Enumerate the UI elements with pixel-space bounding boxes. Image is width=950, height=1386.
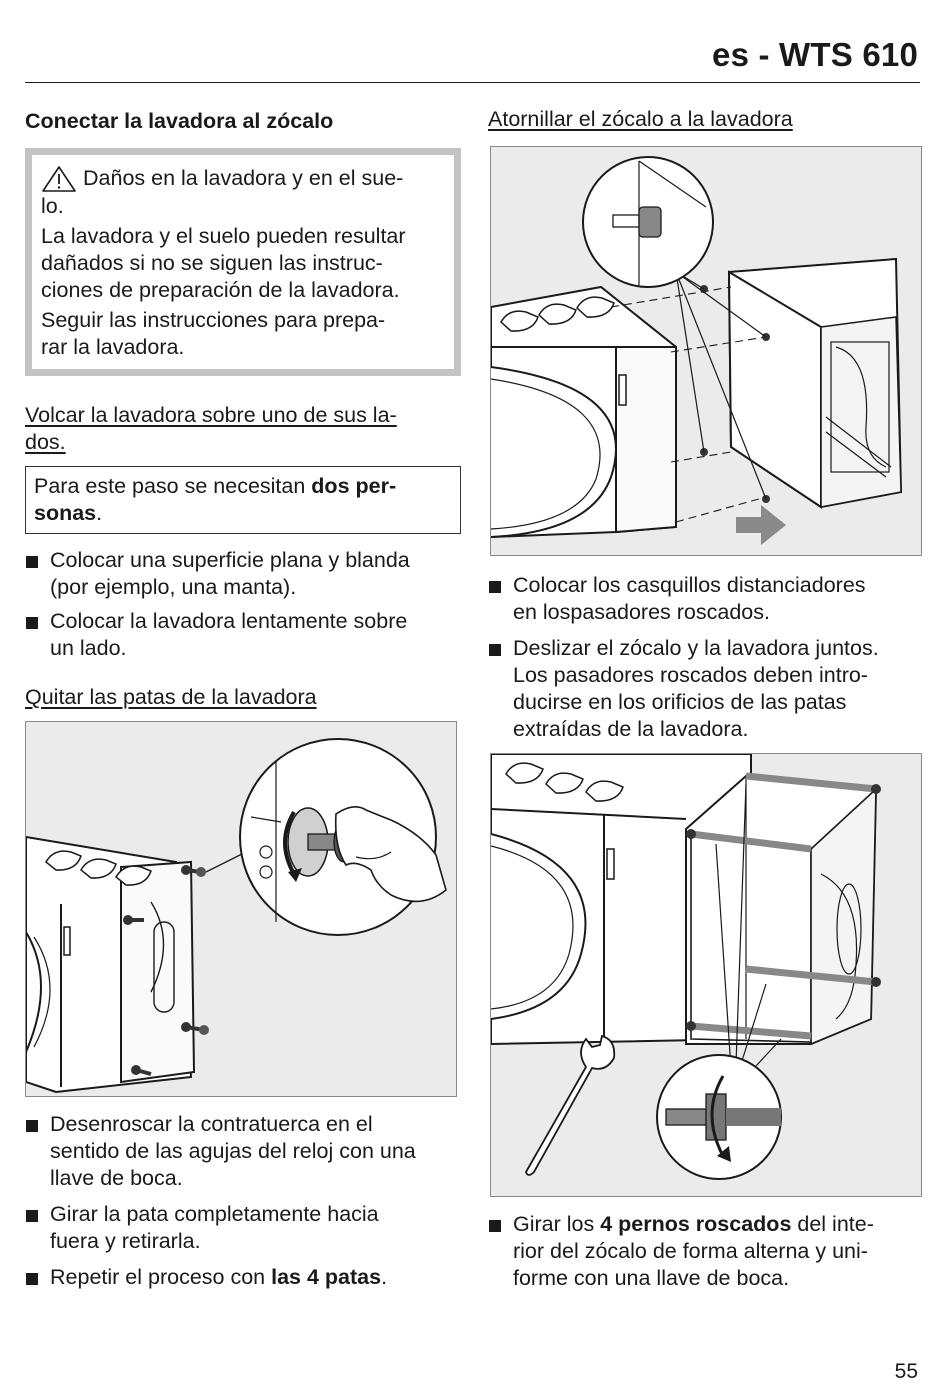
subhead-tip: Volcar la lavadora sobre uno de sus la- … [25,403,397,454]
attach-plinth-illustration [490,146,922,556]
note-box: Para este paso se necesitan dos per- son… [25,466,461,534]
page-number: 55 [894,1360,918,1383]
remove-feet-illustration [25,721,457,1097]
warning-title-line2: lo. [41,194,64,218]
list-item: Colocar una superficie plana y blanda(po… [25,547,461,601]
tip-bullet-list: Colocar una superficie plana y blanda(po… [25,547,461,662]
warning-body: La lavadora y el suelo pueden resultar d… [41,224,406,302]
list-item: Girar la pata completamente hacia fuera … [25,1201,461,1255]
list-item: Colocar los casquillos distanciadores en… [488,572,920,626]
list-item: Repetir el proceso con las 4 patas. [25,1264,461,1291]
screw-bullet-list: Colocar los casquillos distanciadores en… [488,572,920,743]
section-heading: Conectar la lavadora al zócalo [25,109,334,133]
warning-triangle-icon [41,165,77,193]
subhead-feet: Quitar las patas de la lavadora [25,685,317,709]
header-rule [25,82,920,83]
feet-bullet-list: Desenroscar la contratuerca en el sentid… [25,1111,461,1291]
list-item: Deslizar el zócalo y la lavadora juntos.… [488,635,920,743]
bolts-illustration [490,753,922,1197]
warning-box: Daños en la lavadora y en el sue- lo. La… [25,148,461,376]
list-item: Desenroscar la contratuerca en el sentid… [25,1111,461,1192]
header-title: es - WTS 610 [712,36,918,73]
subhead-screw: Atornillar el zócalo a la lavadora [488,107,793,131]
left-column: Conectar la lavadora al zócalo Daños en … [25,106,461,1298]
right-column: Atornillar el zócalo a la lavadora [488,106,922,1299]
warning-title-line1: Daños en la lavadora y en el sue- [83,166,404,190]
bolts-bullet-list: Girar los 4 pernos roscados del inte- ri… [488,1211,920,1292]
warning-action: Seguir las instrucciones para prepa- rar… [41,308,386,359]
list-item: Girar los 4 pernos roscados del inte- ri… [488,1211,920,1292]
